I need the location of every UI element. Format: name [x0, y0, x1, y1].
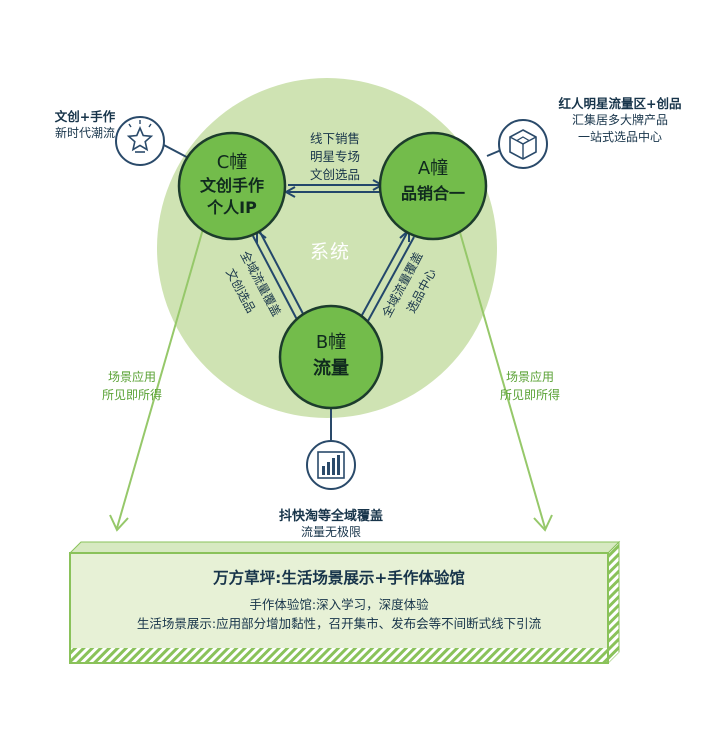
bar-chart-icon [306, 440, 356, 490]
node-b-circle [278, 304, 384, 410]
callout-right-sub1: 汇集居多大牌产品 [571, 113, 668, 127]
node-b-title: B幢 [315, 332, 347, 353]
callout-bottom-title: 抖快淘等全域覆盖 [278, 509, 383, 524]
scene-left-title: 场景应用 [107, 370, 156, 384]
edge-ca-line1: 线下销售 [309, 131, 360, 146]
node-a-line1: 品销合一 [400, 184, 465, 203]
callout-bottom-sub: 流量无极限 [300, 525, 361, 539]
callout-left-sub: 新时代潮流 [54, 126, 115, 140]
bottom-banner-box [68, 540, 621, 665]
edge-ca-line2: 明星专场 [309, 149, 360, 164]
node-c-line2: 个人IP [207, 198, 257, 217]
callout-left-title: 文创+手作 [54, 109, 116, 124]
edge-ca-line3: 文创选品 [309, 167, 360, 182]
callout-right-title: 红人明星流量区+创品 [558, 96, 682, 111]
banner-title: 万方草坪:生活场景展示+手作体验馆 [213, 569, 465, 587]
cube-icon [498, 119, 548, 169]
node-c-circle [177, 131, 287, 241]
scene-right-title: 场景应用 [505, 370, 554, 384]
scene-arrow-right [456, 221, 553, 532]
node-a-circle [378, 131, 488, 241]
center-label: 系统 [309, 241, 350, 263]
banner-line2: 生活场景展示:应用部分增加黏性，召开集市、发布会等不间断式线下引流 [136, 616, 542, 631]
scene-left-sub: 所见即所得 [101, 388, 162, 402]
scene-right-sub: 所见即所得 [499, 388, 560, 402]
scene-arrow-left [109, 221, 206, 532]
node-c-title: C幢 [216, 152, 248, 173]
node-a-title: A幢 [417, 158, 449, 179]
banner-line1: 手作体验馆:深入学习，深度体验 [249, 597, 429, 612]
node-c-line1: 文创手作 [199, 176, 264, 195]
callout-right-sub2: 一站式选品中心 [577, 130, 662, 144]
rosette-star-icon [115, 116, 165, 166]
node-b-line1: 流量 [313, 358, 349, 379]
